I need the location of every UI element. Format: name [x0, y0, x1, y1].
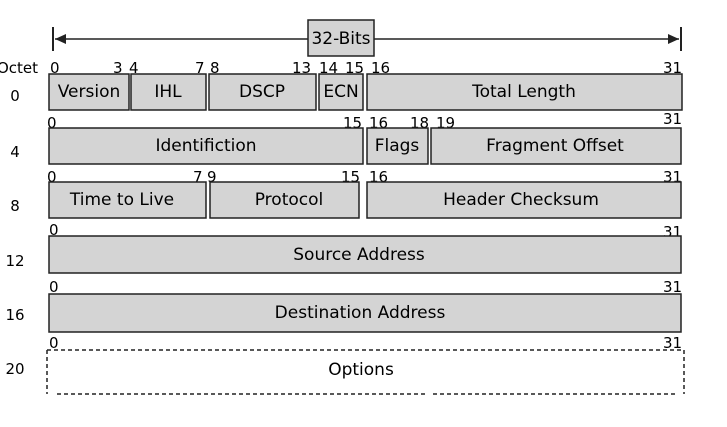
bit-label: 31 — [663, 59, 682, 77]
bit-label: 31 — [663, 334, 682, 352]
field-dscp — [208, 73, 317, 111]
field-ihl — [130, 73, 207, 111]
field-header-checksum-label: Header Checksum — [443, 190, 599, 210]
octet-column-header: Octet — [0, 59, 38, 77]
octet-label: 12 — [5, 252, 24, 270]
field-ecn — [318, 73, 364, 111]
field-fragment-offset — [430, 127, 682, 165]
field-destination-address-label: Destination Address — [275, 303, 446, 323]
field-source-address — [48, 235, 682, 274]
field-fragment-offset-label: Fragment Offset — [486, 136, 624, 156]
bit-label: 31 — [663, 278, 682, 296]
bit-width-label: 32-Bits — [311, 29, 370, 49]
field-identification — [48, 127, 364, 165]
bit-label: 0 — [47, 114, 57, 132]
bit-label: 15 — [345, 59, 364, 77]
bit-label: 7 — [195, 59, 205, 77]
octet-label: 0 — [10, 87, 20, 105]
field-ecn-label: ECN — [323, 82, 358, 102]
field-destination-address — [48, 293, 682, 333]
octet-label: 8 — [10, 197, 20, 215]
bit-label: 14 — [319, 59, 338, 77]
arrow-right-icon — [668, 34, 679, 44]
bit-label: 4 — [129, 59, 139, 77]
bit-label: 16 — [371, 59, 390, 77]
bit-label: 8 — [210, 59, 220, 77]
field-ihl-label: IHL — [154, 82, 182, 102]
bit-width-label-box — [307, 19, 375, 57]
field-time-to-live-label: Time to Live — [69, 190, 174, 210]
field-protocol — [209, 181, 360, 219]
field-protocol-label: Protocol — [255, 190, 324, 210]
field-time-to-live — [48, 181, 207, 219]
field-header-checksum — [366, 181, 682, 219]
field-options-label: Options — [328, 360, 394, 380]
field-total-length-label: Total Length — [471, 82, 576, 102]
bit-label: 0 — [49, 334, 59, 352]
bit-label: 0 — [50, 59, 60, 77]
bit-label: 31 — [663, 110, 682, 128]
field-version — [48, 73, 130, 111]
bit-label: 0 — [47, 168, 57, 186]
octet-label: 4 — [10, 143, 20, 161]
field-dscp-label: DSCP — [239, 82, 285, 102]
bit-label: 13 — [292, 59, 311, 77]
octet-label: 16 — [5, 306, 24, 324]
bit-label: 0 — [49, 278, 59, 296]
field-identification-label: Identifiction — [155, 136, 256, 156]
arrow-left-icon — [55, 34, 66, 44]
field-total-length — [366, 73, 683, 111]
bit-label: 7 — [193, 168, 203, 186]
bit-label: 0 — [49, 221, 59, 239]
bit-label: 9 — [207, 168, 217, 186]
field-flags-label: Flags — [375, 136, 420, 156]
field-source-address-label: Source Address — [293, 245, 425, 265]
field-options-box — [46, 349, 685, 395]
field-flags — [366, 127, 429, 165]
bit-label: 3 — [113, 59, 123, 77]
field-version-label: Version — [58, 82, 121, 102]
octet-label: 20 — [5, 360, 24, 378]
